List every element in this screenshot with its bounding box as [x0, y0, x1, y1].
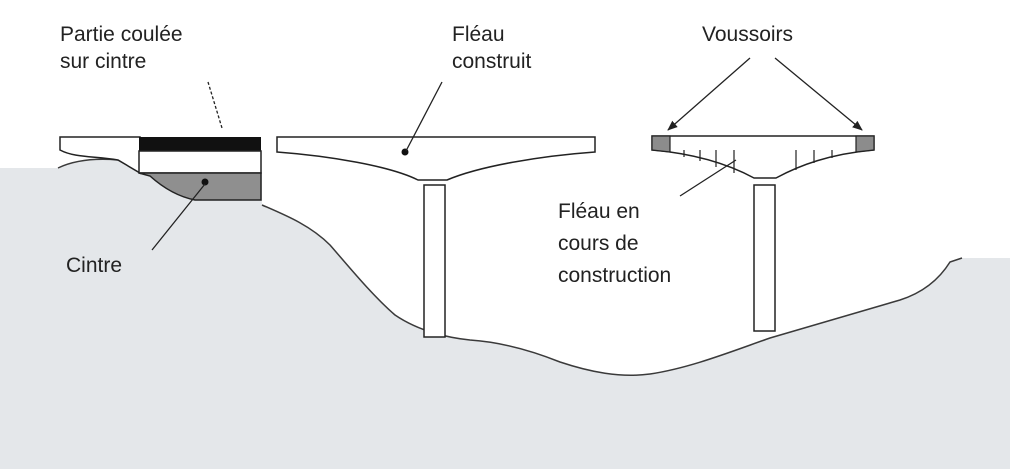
leader-partie-coulee — [207, 81, 223, 129]
abutment-deck — [59, 136, 141, 175]
cantilever-in-progress — [651, 135, 875, 179]
arrow-voussoirs-right — [774, 57, 863, 131]
label-voussoirs-text: Voussoirs — [702, 23, 794, 46]
falsework-dot — [201, 178, 209, 186]
label-voussoirs: Voussoirs — [702, 21, 793, 48]
cast-span-section — [138, 150, 262, 174]
arrow-voussoirs-left — [667, 57, 751, 131]
label-fleau-en-cours-line2: cours de — [558, 232, 639, 255]
label-fleau-en-cours: Fléau en cours de construction — [558, 196, 671, 292]
leader-cintre — [151, 183, 206, 251]
completed-cantilever — [276, 136, 596, 181]
cast-slab — [139, 137, 261, 151]
segment-left-end — [651, 135, 671, 153]
leader-fleau-construit — [405, 81, 443, 152]
label-fleau-en-cours-line3: construction — [558, 264, 672, 287]
segment-right-end — [855, 135, 875, 153]
label-partie-coulee-line2: sur cintre — [60, 50, 147, 73]
label-fleau-en-cours-line1: Fléau en — [558, 200, 640, 223]
middle-pier — [423, 184, 446, 338]
label-cintre: Cintre — [66, 252, 122, 279]
label-fleau-construit-line1: Fléau — [452, 23, 505, 46]
label-cintre-text: Cintre — [66, 254, 123, 277]
right-pier — [753, 184, 776, 332]
label-partie-coulee-line1: Partie coulée — [60, 23, 183, 46]
label-partie-coulee: Partie coulée sur cintre — [60, 21, 183, 75]
label-fleau-construit: Fléau construit — [452, 21, 531, 75]
ground-terrain — [0, 159, 1010, 469]
falsework — [138, 172, 262, 201]
label-fleau-construit-line2: construit — [452, 50, 532, 73]
leader-fleau-en-cours — [679, 159, 737, 197]
